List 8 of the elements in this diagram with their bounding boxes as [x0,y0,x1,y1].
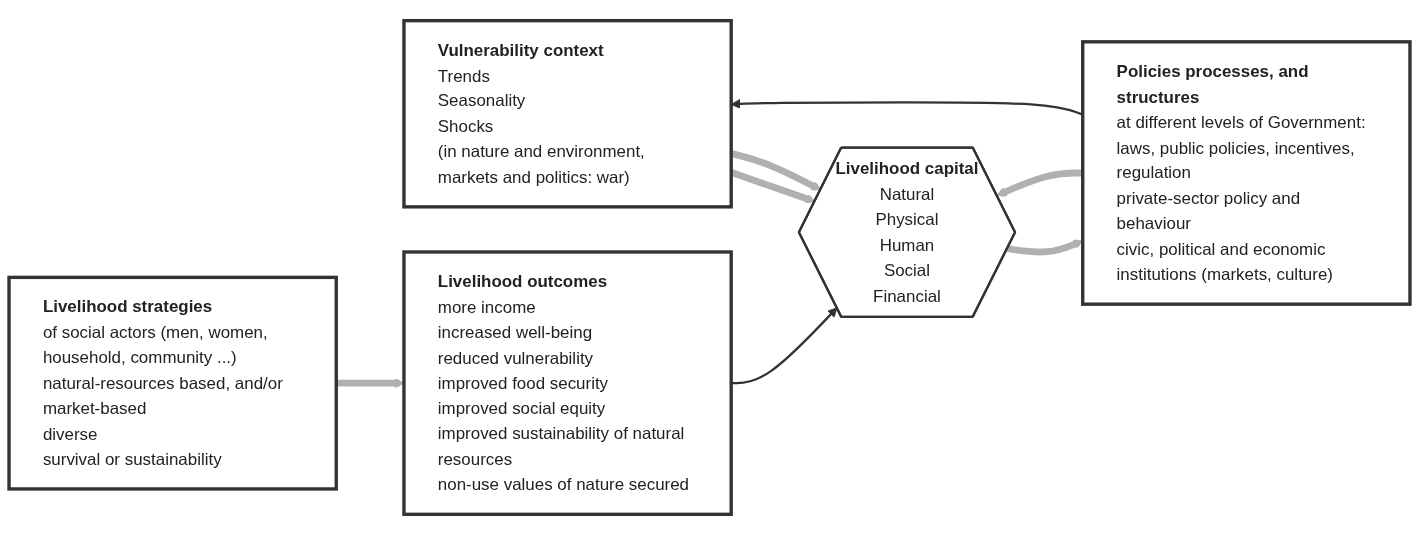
arrow [996,169,1083,197]
arrow [730,150,822,191]
arrow [730,169,816,204]
arrow [336,378,405,389]
node-box: Policies processes, and structures at different levels of Government: laws, public policies, incentives, regulation private-sector policy and behaviour civic, political and economic institutions (markets, culture) [1081,40,1412,306]
node-box: Livelihood outcomes more income increased well-being reduced vulnerability improved food security improved social equity improved sustainability of natural resources non-use values of nature secured [402,250,733,517]
node-box: Livelihood strategies of social actors (men, women, household, community ...) natural-resources based, and/or market-based diverse survival or sustainability [7,275,338,491]
node-box: Vulnerability context Trends Seasonality Shocks (in nature and environment, markets and politics: war) [402,18,733,209]
